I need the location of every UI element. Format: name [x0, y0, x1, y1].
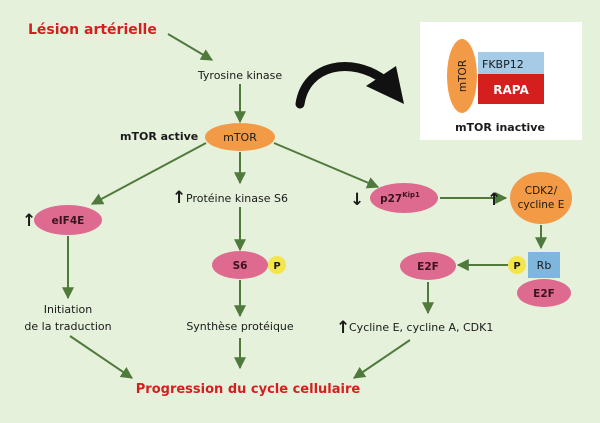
- inset-mtor-label: mTOR: [457, 60, 469, 92]
- s6-phospho-badge: P: [268, 256, 286, 274]
- cyclines-up-arrow: ↑: [336, 318, 350, 338]
- rb-phospho-label: P: [513, 261, 520, 272]
- mtor-node-label: mTOR: [223, 131, 257, 144]
- arrow-cyclines-to-progression: [353, 339, 411, 379]
- e2f-bound-label: E2F: [533, 288, 555, 300]
- cdk2-up-arrow: ↑: [487, 190, 501, 210]
- arrow-mtor-to-eif4e: [90, 142, 207, 205]
- e2f-node-label: E2F: [417, 261, 439, 273]
- prot-kinase-label: Protéine kinase S6: [186, 192, 288, 205]
- rb-complex: E2F Rb P: [508, 252, 571, 307]
- inset-rapa-label: RAPA: [493, 83, 529, 97]
- arrow-lesion-to-tyrosine: [167, 33, 214, 61]
- eif4e-node-label: eIF4E: [52, 215, 85, 227]
- eif4e-up-arrow: ↑: [22, 211, 36, 231]
- eif4e-node: eIF4E: [34, 205, 102, 235]
- cyclines-label: Cycline E, cycline A, CDK1: [349, 321, 493, 334]
- p27-down-arrow: ↓: [350, 190, 364, 210]
- cdk2-label-line1: CDK2/: [525, 185, 558, 197]
- initiation-label-2: de la traduction: [24, 320, 111, 333]
- arrow-initiation-to-progression: [69, 335, 133, 379]
- svg-text:P: P: [273, 261, 280, 272]
- synthese-label: Synthèse protéique: [186, 320, 294, 333]
- initiation-label-1: Initiation: [44, 303, 92, 316]
- s6-node: S6: [212, 251, 268, 279]
- e2f-node: E2F: [400, 252, 456, 280]
- progression-label: Progression du cycle cellulaire: [136, 382, 361, 397]
- inset-rapa-box: [478, 74, 544, 104]
- pathway-arrows: [62, 33, 547, 379]
- mtor-node: mTOR: [205, 123, 275, 151]
- cdk2-cycline-e-node: CDK2/ cycline E: [510, 172, 572, 224]
- prot-kinase-up-arrow: ↑: [172, 188, 186, 208]
- curved-arrow-icon: [295, 62, 404, 109]
- cdk2-label-line2: cycline E: [518, 199, 565, 211]
- lesion-label: Lésion artérielle: [28, 22, 157, 38]
- inset-mtor-node: [447, 39, 477, 113]
- inset-caption: mTOR inactive: [455, 121, 545, 134]
- s6-node-label: S6: [233, 260, 248, 272]
- inset-fkbp-label: FKBP12: [482, 58, 524, 71]
- rb-label: Rb: [537, 259, 552, 272]
- inset-fkbp-box: [478, 52, 544, 74]
- mtor-active-label: mTOR active: [120, 130, 198, 143]
- p27-node-label: p27Kip1: [380, 191, 420, 205]
- tyrosine-kinase-label: Tyrosine kinase: [197, 69, 282, 82]
- p27-node: p27Kip1: [370, 183, 438, 213]
- arrow-mtor-to-p27: [273, 142, 380, 189]
- mtor-inactive-inset: mTOR FKBP12 RAPA mTOR inactive: [420, 22, 582, 140]
